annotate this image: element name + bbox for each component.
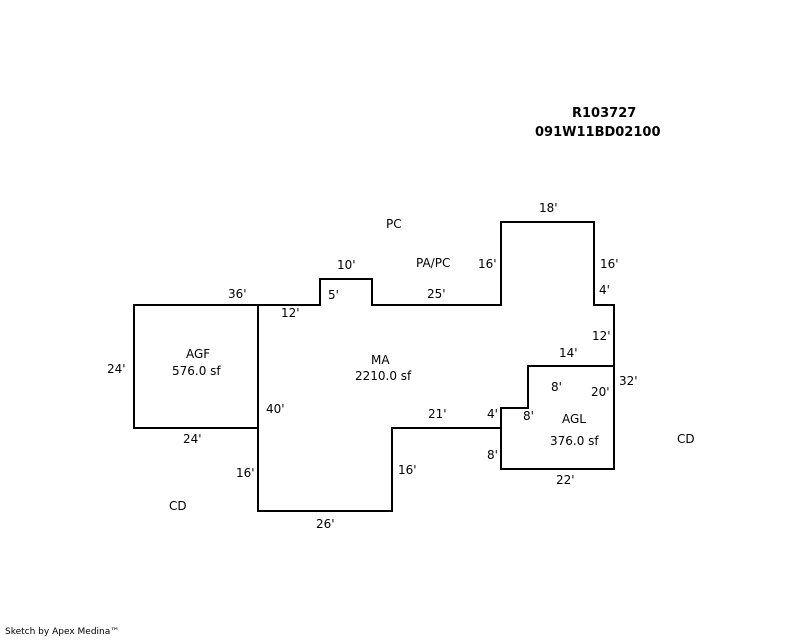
dimension-label: 22' — [556, 473, 575, 487]
dimension-label: 16' — [398, 463, 417, 477]
dimension-label: 21' — [428, 407, 447, 421]
dimension-label: 16' — [236, 466, 255, 480]
dimension-label: 20' — [591, 385, 610, 399]
dimension-label: 16' — [478, 257, 497, 271]
pa-pc-label: PA/PC — [416, 256, 451, 270]
dimension-label: 14' — [559, 346, 578, 360]
agl-outline — [500, 365, 615, 470]
dimension-label: 18' — [539, 201, 558, 215]
sketch-credit: Sketch by Apex Medina™ — [5, 627, 120, 637]
dimension-label: 4' — [599, 283, 610, 297]
dimension-label: 26' — [316, 517, 335, 531]
agf-area: 576.0 sf — [172, 364, 221, 378]
dimension-label: 24' — [183, 432, 202, 446]
dimension-label: 8' — [487, 448, 498, 462]
dimension-label: 16' — [600, 257, 619, 271]
dimension-label: 5' — [328, 288, 339, 302]
dimension-label: 8' — [551, 380, 562, 394]
dimension-label: 12' — [281, 306, 300, 320]
agl-name: AGL — [562, 412, 586, 426]
dimension-label: 32' — [619, 374, 638, 388]
parcel-id: 091W11BD02100 — [535, 125, 661, 140]
cd-label-left: CD — [169, 499, 187, 513]
ma-outline — [257, 221, 615, 512]
agl-area: 376.0 sf — [550, 434, 599, 448]
dimension-label: 25' — [427, 287, 446, 301]
dimension-label: 36' — [228, 287, 247, 301]
dimension-label: 10' — [337, 258, 356, 272]
dimension-label: 8' — [523, 409, 534, 423]
dimension-label: 12' — [592, 329, 611, 343]
agf-name: AGF — [186, 347, 211, 361]
pc-label: PC — [386, 217, 402, 231]
dimension-label: 24' — [107, 362, 126, 376]
record-id: R103727 — [572, 106, 637, 121]
dimension-label: 40' — [266, 402, 285, 416]
cd-label-right: CD — [677, 432, 695, 446]
dimension-label: 4' — [487, 407, 498, 421]
ma-name: MA — [371, 353, 390, 367]
ma-area: 2210.0 sf — [355, 369, 412, 383]
